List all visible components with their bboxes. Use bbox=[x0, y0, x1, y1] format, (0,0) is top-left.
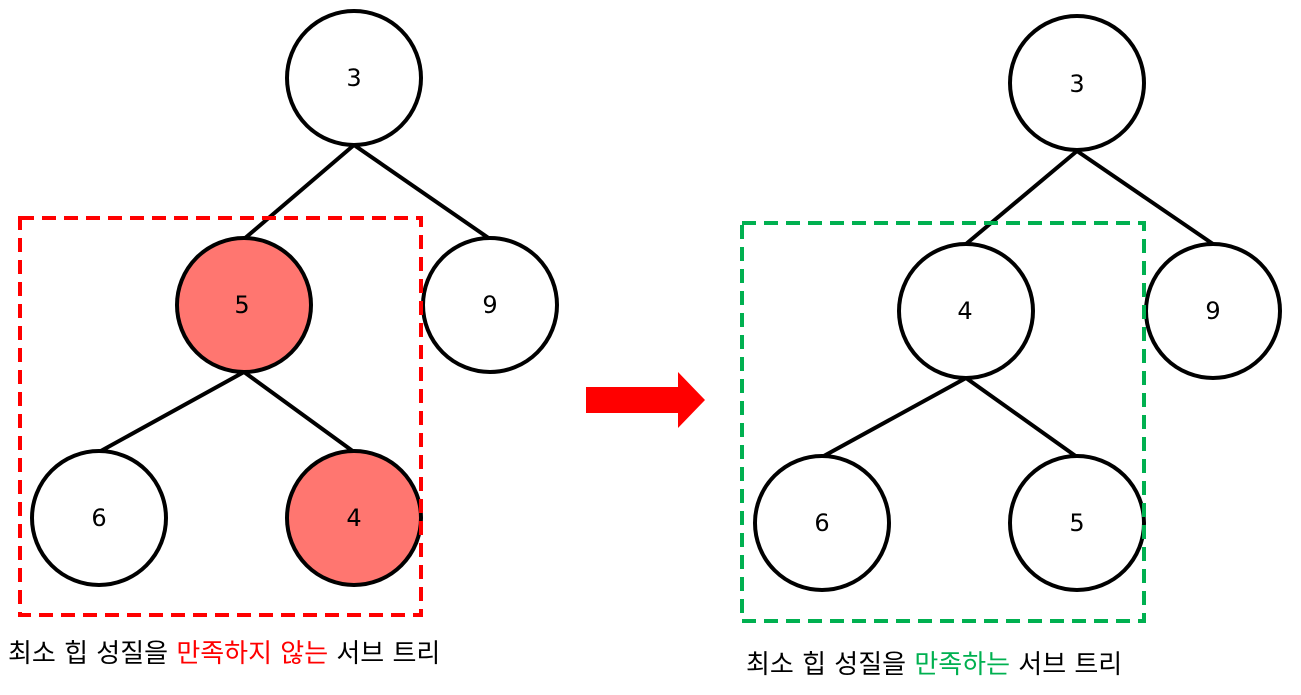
edge-left-leftleft bbox=[821, 376, 967, 459]
left-caption: 최소 힙 성질을 만족하지 않는 서브 트리 bbox=[8, 641, 440, 667]
node-value: 4 bbox=[957, 297, 972, 325]
edge-root-right bbox=[352, 143, 492, 241]
node-value: 3 bbox=[346, 64, 361, 92]
left-tree: 3 5 9 6 4 bbox=[18, 9, 559, 617]
edge-root-left bbox=[964, 149, 1079, 246]
node-value: 9 bbox=[1205, 297, 1220, 325]
caption-highlight: 만족하는 bbox=[914, 650, 1011, 680]
node-value: 9 bbox=[482, 291, 497, 319]
right-arrow-icon bbox=[586, 372, 705, 428]
node-value: 4 bbox=[346, 504, 361, 532]
edge-root-right bbox=[1075, 149, 1215, 246]
tree-node-left-left: 6 bbox=[753, 454, 891, 592]
edge-left-leftright bbox=[242, 370, 356, 454]
caption-suffix: 서브 트리 bbox=[1010, 650, 1123, 680]
caption-prefix: 최소 힙 성질을 bbox=[8, 639, 177, 669]
right-caption: 최소 힙 성질을 만족하는 서브 트리 bbox=[746, 652, 1122, 678]
caption-highlight: 만족하지 않는 bbox=[176, 639, 329, 669]
tree-node-root: 3 bbox=[1008, 14, 1146, 152]
tree-node-right: 9 bbox=[421, 236, 559, 374]
right-tree: 3 4 9 6 5 bbox=[740, 14, 1282, 623]
caption-suffix: 서브 트리 bbox=[328, 639, 441, 669]
violation-subtree-box bbox=[18, 216, 423, 617]
edge-left-leftright bbox=[964, 376, 1079, 459]
tree-node-left-right: 5 bbox=[1008, 454, 1146, 592]
edge-root-left bbox=[242, 143, 356, 241]
tree-node-root: 3 bbox=[285, 9, 423, 147]
valid-subtree-box bbox=[740, 221, 1146, 623]
tree-node-right: 9 bbox=[1144, 242, 1282, 380]
node-value: 5 bbox=[1069, 509, 1084, 537]
tree-node-left: 4 bbox=[897, 242, 1035, 380]
caption-prefix: 최소 힙 성질을 bbox=[746, 650, 915, 680]
tree-node-left-right: 4 bbox=[285, 449, 423, 587]
tree-node-left-left: 6 bbox=[30, 449, 168, 587]
node-value: 3 bbox=[1069, 70, 1084, 98]
tree-node-left: 5 bbox=[175, 236, 313, 374]
node-value: 5 bbox=[234, 291, 249, 319]
edge-left-leftleft bbox=[98, 370, 245, 454]
node-value: 6 bbox=[814, 509, 829, 537]
node-value: 6 bbox=[91, 504, 106, 532]
